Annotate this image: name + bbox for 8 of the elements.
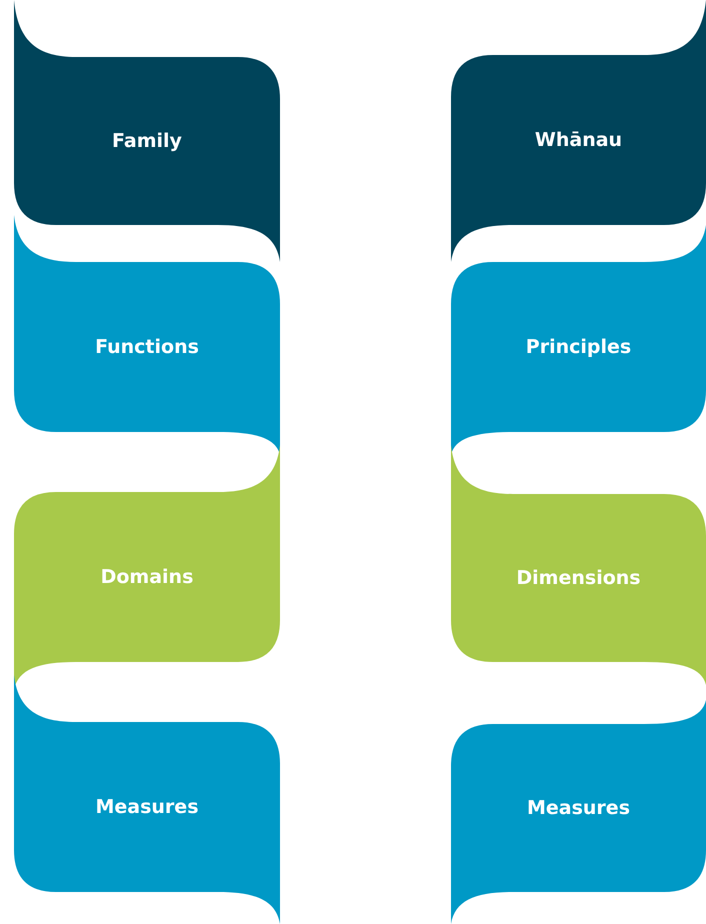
box-label: Whānau xyxy=(534,129,622,151)
box-label: Measures xyxy=(95,796,198,818)
box-label: Principles xyxy=(526,336,632,358)
box-label: Family xyxy=(112,130,182,152)
box-label: Functions xyxy=(95,336,199,358)
box-label: Domains xyxy=(100,566,194,588)
box-label: Dimensions xyxy=(516,567,641,589)
box-label: Measures xyxy=(526,797,630,819)
